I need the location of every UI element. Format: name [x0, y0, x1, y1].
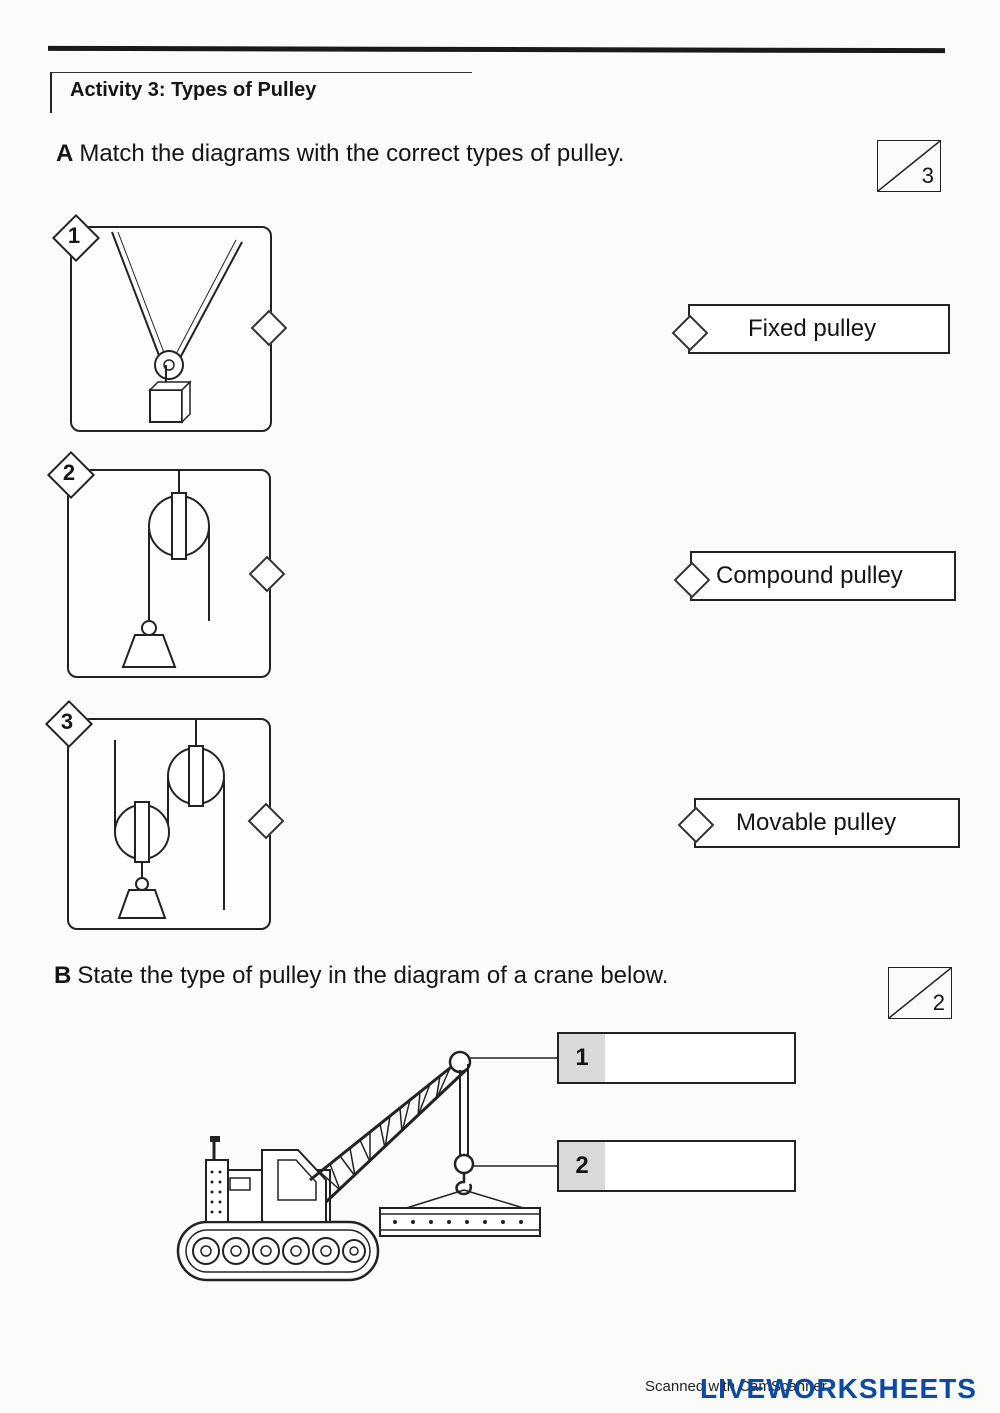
activity-title: Activity 3: Types of Pulley — [70, 79, 317, 101]
crane-illustration — [176, 1050, 560, 1282]
top-rule — [47, 45, 946, 54]
answer-fixed-pulley-label: Fixed pulley — [748, 315, 877, 342]
answer-compound-pulley: Compound pulley — [690, 551, 956, 601]
crane-answer-2-number: 2 — [559, 1142, 605, 1190]
diagram-2-number: 2 — [62, 460, 76, 485]
crane-answer-1-input[interactable] — [613, 1034, 789, 1082]
diagram-3-number: 3 — [60, 709, 74, 734]
diagram-1-panel — [70, 226, 272, 432]
diagram-1-number: 1 — [67, 223, 81, 248]
compound-pulley-diagram — [114, 720, 225, 919]
scanner-watermark: Scanned with CamScanner — [645, 1378, 827, 1395]
answer-compound-pulley-label: Compound pulley — [716, 562, 903, 589]
crane-answer-2: 2 — [557, 1140, 796, 1192]
section-b-score-box: 2 — [888, 967, 952, 1019]
score-slash-icon — [889, 968, 951, 1018]
fixed-pulley-diagram — [111, 231, 243, 424]
section-a-score-box: 3 — [877, 140, 941, 192]
brand-logo: LIVEWORKSHEETS — [700, 1373, 977, 1404]
answer-movable-pulley-label: Movable pulley — [736, 809, 897, 836]
section-b-letter: B — [54, 962, 72, 989]
answer-movable-pulley: Movable pulley — [694, 798, 960, 848]
section-a-instruction: Match the diagrams with the correct type… — [79, 140, 625, 167]
answer-fixed-pulley: Fixed pulley — [688, 304, 950, 354]
crane-answer-2-input[interactable] — [613, 1142, 789, 1190]
section-a-letter: A — [56, 140, 74, 167]
diagram-3-panel — [67, 718, 271, 930]
section-b-score-total: 2 — [932, 990, 945, 1015]
activity-title-box: Activity 3: Types of Pulley — [50, 72, 472, 113]
score-slash-icon — [878, 141, 940, 191]
crane-answer-1-number: 1 — [559, 1034, 605, 1082]
diagram-2-panel — [67, 469, 271, 678]
section-a-score-total: 3 — [921, 163, 934, 188]
section-b-instruction: State the type of pulley in the diagram … — [77, 962, 669, 989]
crane-answer-1: 1 — [557, 1032, 796, 1084]
movable-pulley-diagram — [121, 471, 210, 668]
